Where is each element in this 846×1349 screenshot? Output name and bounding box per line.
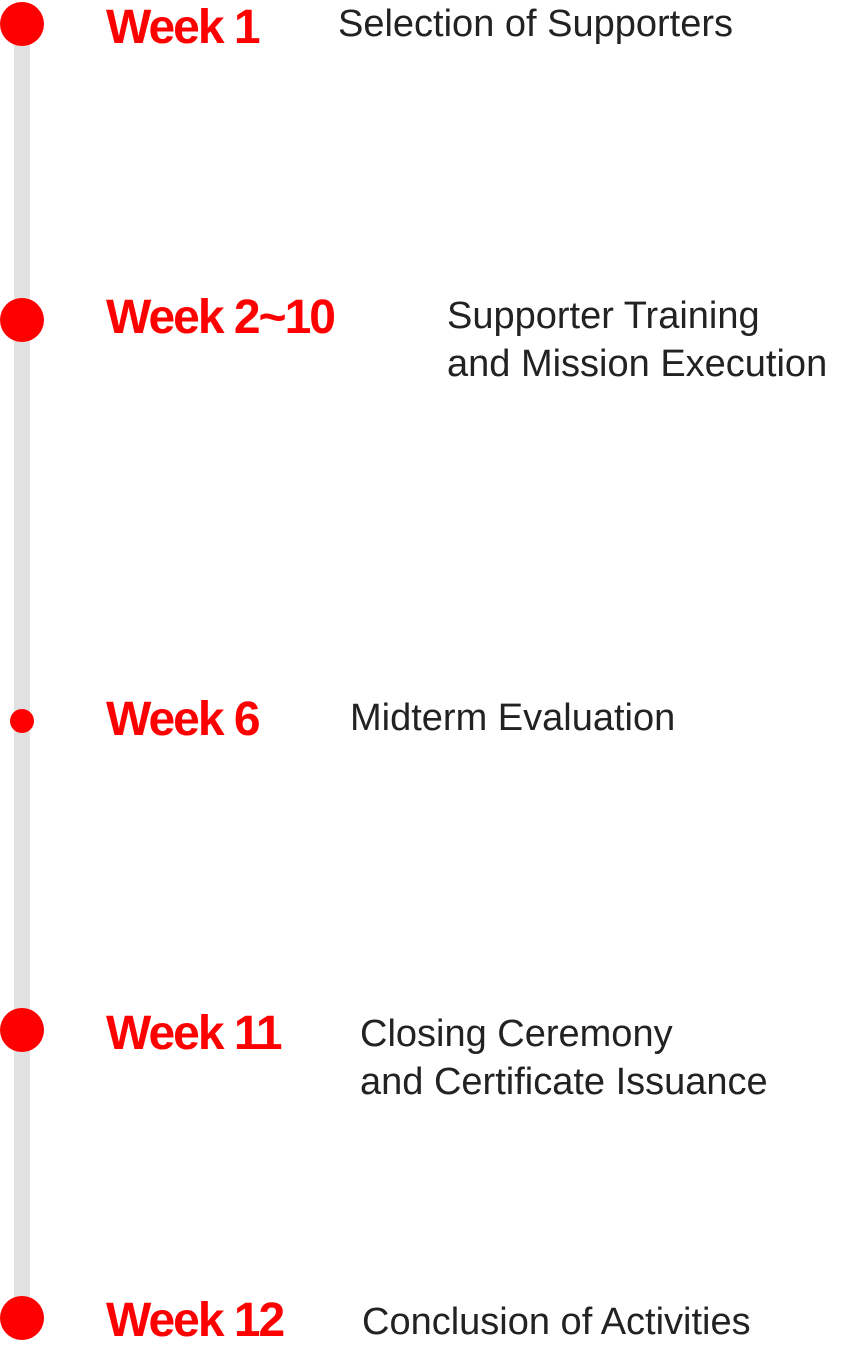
event-description-line: and Certificate Issuance <box>360 1061 768 1103</box>
timeline-line <box>14 20 30 1320</box>
event-description-line: Supporter Training <box>447 295 760 337</box>
event-description-line: and Mission Execution <box>447 343 828 385</box>
week-label: Week 6 <box>106 693 261 746</box>
timeline-dot <box>10 709 34 733</box>
week-label: Week 1 <box>106 1 261 54</box>
timeline-dot <box>0 2 44 46</box>
week-label: Week 2~10 <box>106 291 336 344</box>
timeline-dot <box>0 1296 44 1340</box>
event-description: Midterm Evaluation <box>350 694 675 742</box>
event-description: Conclusion of Activities <box>362 1298 751 1346</box>
week-label: Week 11 <box>106 1007 283 1060</box>
timeline-dot <box>0 298 44 342</box>
event-description-line: Selection of Supporters <box>338 3 734 45</box>
event-description: Closing Ceremony and Certificate Issuanc… <box>360 1010 768 1106</box>
timeline-dot <box>0 1008 44 1052</box>
week-label: Week 12 <box>106 1294 285 1347</box>
event-description-line: Midterm Evaluation <box>350 697 676 739</box>
event-description: Selection of Supporters <box>338 0 733 48</box>
event-description-line: Conclusion of Activities <box>362 1301 751 1343</box>
event-description-line: Closing Ceremony <box>360 1013 673 1055</box>
event-description: Supporter Training and Mission Execution <box>447 292 827 388</box>
